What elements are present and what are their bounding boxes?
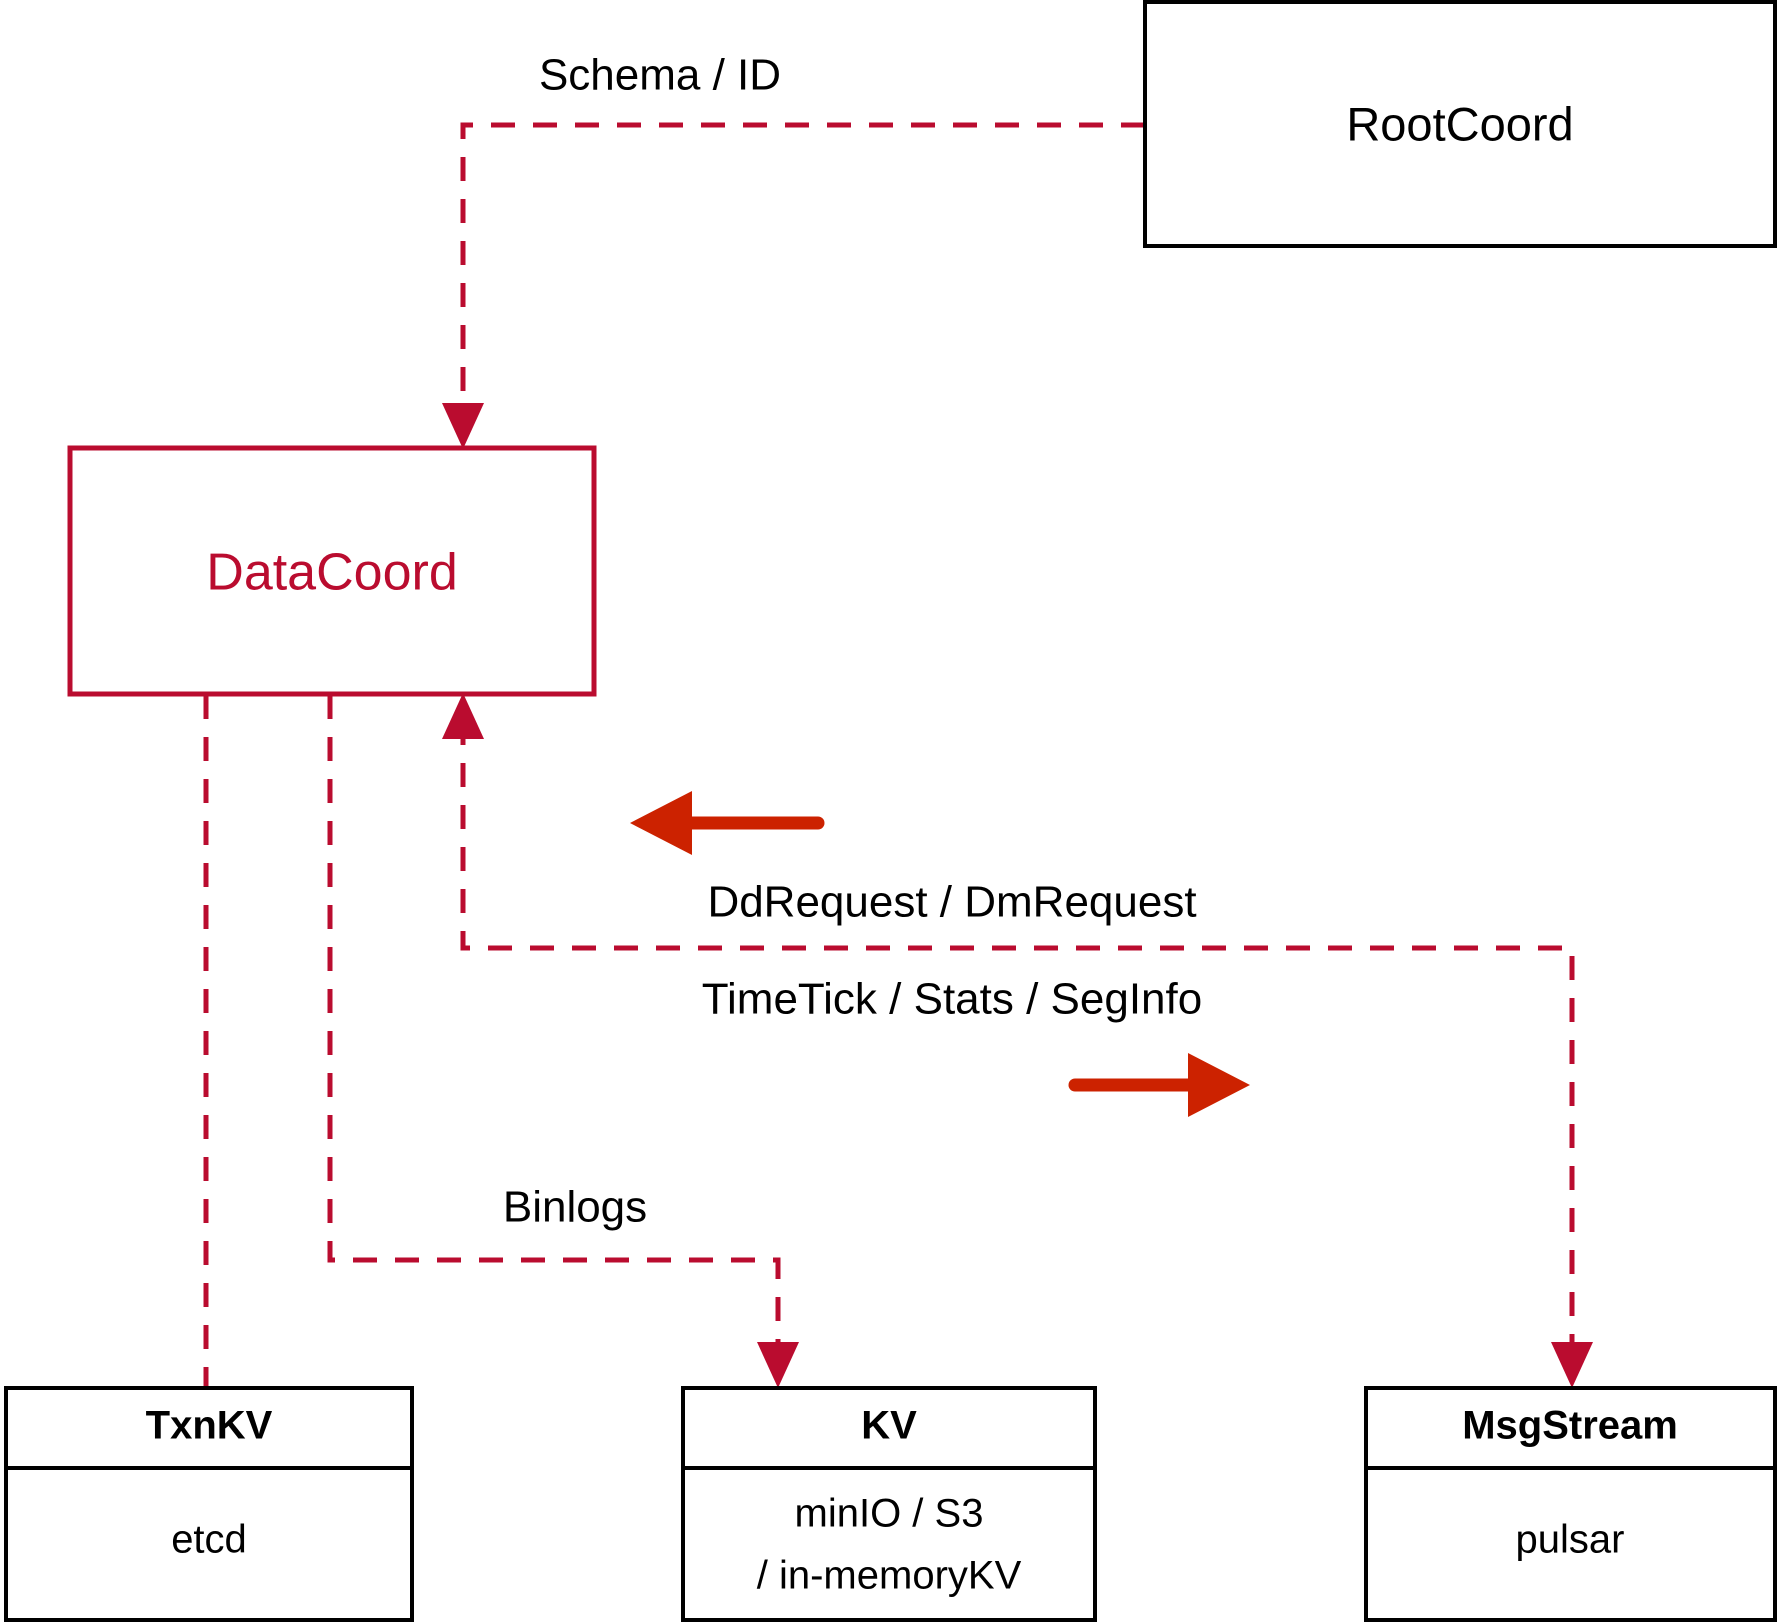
edge-label-binlogs: Binlogs [503, 1183, 647, 1232]
node-kv-box[interactable] [681, 1386, 1097, 1622]
edge-schema-id-path [460, 122, 1145, 425]
node-kv[interactable]: KV minIO / S3 / in-memoryKV [681, 1386, 1097, 1622]
arrow-timetick-direction [1068, 1053, 1250, 1117]
node-msgstream-box[interactable] [1364, 1386, 1777, 1622]
arrow-ddrequest-head [630, 791, 692, 855]
edge-label-ddrequest-dmrequest: DdRequest / DmRequest [707, 878, 1196, 927]
node-txnkv[interactable]: TxnKV etcd [4, 1386, 414, 1622]
edge-datacoord-in-arrowhead [442, 693, 484, 739]
node-txnkv-box[interactable] [4, 1386, 414, 1622]
node-msgstream-sub: pulsar [1516, 1518, 1625, 1562]
edge-schema-id-arrowhead [442, 403, 484, 449]
edge-label-timetick-stats-seginfo: TimeTick / Stats / SegInfo [702, 975, 1202, 1024]
node-datacoord-label: DataCoord [206, 544, 457, 602]
edge-msgstream-datacoord [442, 693, 1593, 1388]
node-txnkv-sub: etcd [171, 1518, 247, 1562]
edge-msgstream-datacoord-path [460, 721, 1575, 1360]
node-datacoord[interactable]: DataCoord [67, 445, 597, 697]
node-kv-title: KV [861, 1404, 917, 1448]
edge-label-schema-id: Schema / ID [539, 51, 781, 100]
node-rootcoord-label: RootCoord [1346, 97, 1573, 150]
node-msgstream[interactable]: MsgStream pulsar [1364, 1386, 1777, 1622]
arrow-ddrequest-direction [630, 791, 825, 855]
edge-msgstream-arrowhead [1551, 1342, 1593, 1388]
edge-binlogs-arrowhead [757, 1342, 799, 1388]
node-datacoord-box[interactable] [67, 445, 597, 697]
edge-schema-id [442, 122, 1145, 449]
node-kv-sub-line2: / in-memoryKV [757, 1554, 1022, 1598]
node-msgstream-title: MsgStream [1462, 1404, 1678, 1448]
edge-binlogs [327, 695, 799, 1388]
node-rootcoord-box[interactable] [1143, 0, 1777, 248]
node-txnkv-title: TxnKV [146, 1404, 273, 1448]
node-rootcoord[interactable]: RootCoord [1143, 0, 1777, 248]
edge-binlogs-path [327, 695, 781, 1360]
node-kv-sub-line1: minIO / S3 [795, 1492, 984, 1536]
arrow-timetick-head [1188, 1053, 1250, 1117]
